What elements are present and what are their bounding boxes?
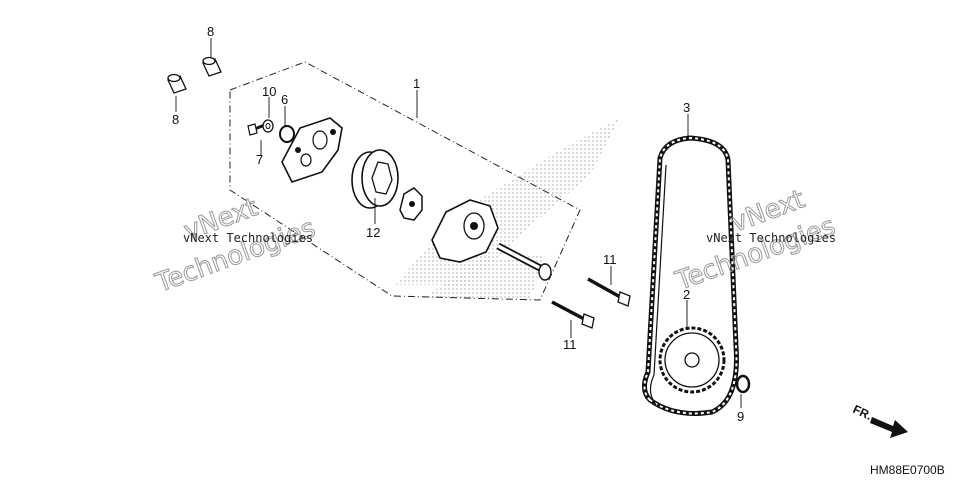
pump-cover-plate (281, 117, 343, 183)
collar-lower (167, 73, 187, 94)
collar-upper (202, 56, 222, 77)
callout-8-upper: 8 (207, 24, 214, 39)
diagram-code: HM88E0700B (870, 463, 945, 477)
watermark-left-small: vNext Technologies (183, 231, 313, 245)
callout-12: 12 (366, 225, 380, 240)
watermark-right: vNext Technologies vNext Technologies (671, 184, 840, 298)
callout-2: 2 (683, 287, 690, 302)
washer (262, 119, 274, 133)
pump-body (431, 199, 552, 281)
outer-rotor (351, 149, 399, 209)
callout-11-lower: 11 (563, 337, 577, 352)
drive-sprocket (658, 326, 726, 394)
watermark-right-small: vNext Technologies (706, 231, 836, 245)
drive-chain (642, 135, 739, 416)
long-bolt-lower (551, 300, 595, 329)
front-direction-indicator: FR. (851, 402, 908, 438)
snap-ring (735, 374, 751, 394)
long-bolt-upper (587, 277, 631, 307)
callout-9: 9 (737, 409, 744, 424)
callout-7: 7 (256, 152, 263, 167)
callout-11-upper: 11 (603, 252, 617, 267)
front-direction-label: FR. (851, 402, 874, 423)
inner-rotor (399, 187, 423, 221)
callout-6: 6 (281, 92, 288, 107)
callout-8-lower: 8 (172, 112, 179, 127)
background-wing-shading (395, 118, 620, 300)
watermark-left: vNext Technologies vNext Technologies (151, 192, 320, 300)
callout-1: 1 (413, 76, 420, 91)
front-arrow-icon (870, 417, 908, 438)
oil-pump-assembly-boundary (229, 61, 581, 301)
callout-3: 3 (683, 100, 690, 115)
callout-10: 10 (262, 84, 276, 99)
o-ring (279, 125, 295, 143)
leader-lines (175, 38, 742, 408)
